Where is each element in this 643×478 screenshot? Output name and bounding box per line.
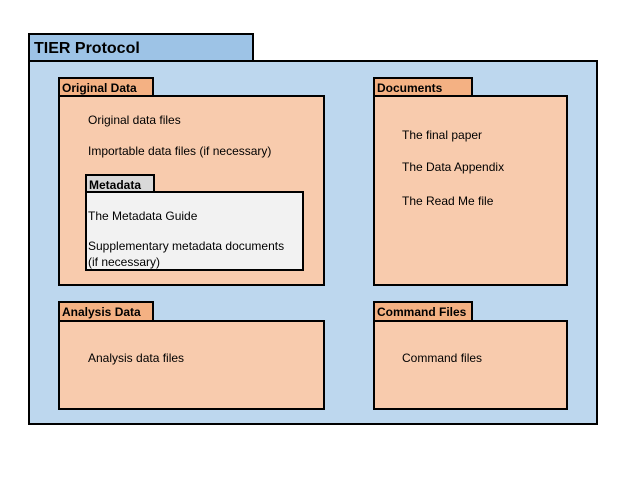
command-files-tab: Command Files	[373, 301, 473, 321]
list-item: The final paper	[402, 128, 483, 142]
documents-folder	[373, 95, 568, 286]
list-item: Command files	[402, 351, 483, 365]
list-item: The Data Appendix	[402, 160, 505, 174]
metadata-tab: Metadata	[85, 174, 155, 194]
list-item: The Metadata Guide	[88, 209, 198, 223]
command-files-folder	[373, 320, 568, 410]
list-item: Importable data files (if necessary)	[88, 144, 272, 158]
original-data-tab: Original Data	[58, 77, 154, 97]
analysis-data-folder	[58, 320, 325, 410]
metadata-folder	[85, 191, 304, 271]
diagram-title: TIER Protocol Documentation	[28, 33, 254, 84]
list-item: The Read Me file	[402, 194, 494, 208]
list-item: Analysis data files	[88, 351, 185, 365]
list-item: Supplementary metadata documents	[88, 239, 285, 253]
list-item: Original data files	[88, 113, 181, 127]
analysis-data-tab: Analysis Data	[58, 301, 154, 321]
documents-tab: Documents	[373, 77, 473, 97]
list-item: (if necessary)	[88, 255, 161, 269]
